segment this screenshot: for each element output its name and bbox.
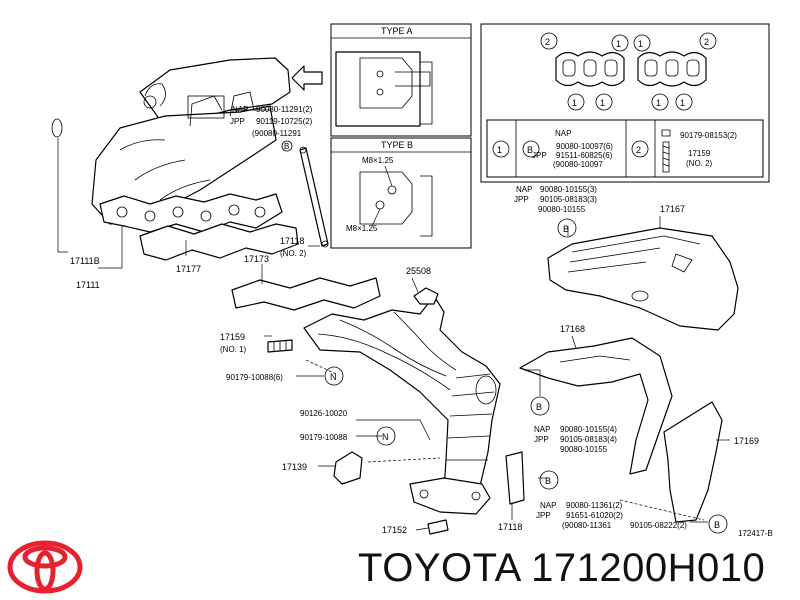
cylinder-head-drawing xyxy=(51,57,291,233)
label-mid-jpp: JPP xyxy=(514,195,529,204)
label-17152: 17152 xyxy=(382,525,407,535)
heat-insulator-17169-drawing xyxy=(663,401,723,523)
label-mid-jpp-value: 90105-08183(3) xyxy=(540,195,597,204)
part-number-title: TOYOTA 171200H010 xyxy=(358,546,766,590)
label-top-jpp-value: 90119-10725(2) xyxy=(256,117,313,126)
label-17118-no2: 17118 xyxy=(280,236,304,246)
label-bottom-alt-value: (90080-11361 xyxy=(562,521,612,530)
stud-17152-drawing xyxy=(427,519,449,535)
label-17173: 17173 xyxy=(244,254,269,264)
table-b-symbol: B xyxy=(527,145,533,155)
label-17168: 17168 xyxy=(560,324,585,334)
table-jpp-value: 91511-60825(6) xyxy=(556,151,613,160)
symbol-b-head: B xyxy=(281,140,293,152)
table-alt-value: (90080-10097 xyxy=(553,160,603,169)
heat-insulator-17167-drawing xyxy=(547,227,739,331)
type-b-bolt-top: M8×1.25 xyxy=(362,156,394,165)
gasket-marker-bottom-3: 1 xyxy=(656,98,661,108)
svg-text:B: B xyxy=(563,224,569,234)
bracket-17118-drawing xyxy=(505,451,525,505)
table-nap: NAP xyxy=(555,129,571,138)
table-marker-2: 2 xyxy=(636,145,641,155)
type-b-title: TYPE B xyxy=(381,140,413,150)
label-top-nap-value: 90080-11291(2) xyxy=(256,105,313,114)
label-17118: 17118 xyxy=(498,522,522,532)
gasket-17177-drawing xyxy=(139,223,299,261)
label-17118-no2-sub: (NO. 2) xyxy=(280,249,307,258)
table-r2-no: (NO. 2) xyxy=(686,159,713,168)
label-17167: 17167 xyxy=(660,204,685,214)
label-17159-no1: (NO. 1) xyxy=(220,345,247,354)
label-right-jpp-value: 90105-08183(4) xyxy=(560,435,617,444)
gasket-marker-bottom-4: 1 xyxy=(680,98,685,108)
label-90179-10088-6: 90179-10088(6) xyxy=(226,373,283,382)
exhaust-manifold-drawing xyxy=(303,287,501,515)
symbol-n-bracket: N xyxy=(376,426,396,446)
label-diagram-id: 172417-B xyxy=(738,529,773,538)
bracket-17139-drawing xyxy=(333,451,363,485)
label-90126-10020: 90126-10020 xyxy=(300,409,348,418)
gasket-marker-bottom-1: 1 xyxy=(572,98,577,108)
label-bottom-nap: NAP xyxy=(540,501,556,510)
label-mid-nap: NAP xyxy=(516,185,532,194)
label-right-jpp: JPP xyxy=(534,435,549,444)
type-a-title: TYPE A xyxy=(381,26,413,36)
svg-text:B: B xyxy=(545,476,551,486)
symbol-b-bracket: B xyxy=(539,470,559,490)
label-17169: 17169 xyxy=(734,436,759,446)
type-b-box: TYPE B M8×1.25 M8×1.25 xyxy=(330,137,472,249)
label-17139: 17139 xyxy=(282,462,307,472)
label-bottom-jpp-value: 91651-61020(2) xyxy=(566,511,623,520)
toyota-logo-icon xyxy=(7,540,83,594)
label-top-nap: NAP xyxy=(232,105,248,114)
symbol-n-manifold: N xyxy=(324,366,344,386)
svg-text:B: B xyxy=(714,520,720,530)
stay-17118-no2-drawing xyxy=(299,147,329,247)
svg-text:N: N xyxy=(382,432,389,442)
leader-lines xyxy=(57,109,730,531)
type-a-box: TYPE A xyxy=(330,23,472,137)
svg-text:B: B xyxy=(536,402,542,412)
label-top-alt-value: (90080-11291 xyxy=(252,129,302,138)
type-b-bolt-bottom: M8×1.25 xyxy=(346,224,378,233)
table-marker-1: 1 xyxy=(497,145,502,155)
gasket-detail-box: 2 1 1 2 1 1 1 1 1 B NAP 90080-10097(6) J… xyxy=(480,23,770,183)
gasket-17173-drawing xyxy=(231,277,381,311)
table-r2-value: 90179-08153(2) xyxy=(680,131,737,140)
label-25508: 25508 xyxy=(406,266,431,276)
label-mid-nap-value: 90080-10155(3) xyxy=(540,185,597,194)
table-nap-value: 90080-10097(6) xyxy=(556,142,613,151)
gasket-marker-bottom-2: 1 xyxy=(600,98,605,108)
gasket-marker-top-4: 2 xyxy=(704,37,709,47)
symbol-b-insulator-top: B xyxy=(557,218,577,238)
symbol-b-insulator-mid: B xyxy=(530,396,550,416)
symbol-b-insulator-bottom: B xyxy=(708,514,728,534)
svg-text:B: B xyxy=(284,142,289,151)
table-r2-part: 17159 xyxy=(688,149,711,158)
label-90105-08222: 90105-08222(2) xyxy=(630,521,687,530)
label-top-jpp: JPP xyxy=(230,117,245,126)
label-right-nap: NAP xyxy=(534,425,550,434)
arrow-left-icon xyxy=(291,65,323,91)
table-jpp: JPP xyxy=(532,151,547,160)
label-17111: 17111 xyxy=(76,280,100,290)
gasket-marker-top-1: 2 xyxy=(545,37,550,47)
label-mid-alt-value: 90080-10155 xyxy=(538,205,586,214)
label-right-nap-value: 90080-10155(4) xyxy=(560,425,617,434)
label-right-alt-value: 90080-10155 xyxy=(560,445,608,454)
label-bottom-jpp: JPP xyxy=(536,511,551,520)
gasket-marker-top-2: 1 xyxy=(616,39,621,49)
gasket-marker-top-3: 1 xyxy=(638,39,643,49)
label-90179-10088: 90179-10088 xyxy=(300,433,348,442)
label-bottom-nap-value: 90080-11361(2) xyxy=(566,501,623,510)
heat-insulator-17168-drawing xyxy=(519,337,673,475)
label-17177: 17177 xyxy=(176,264,201,274)
svg-text:N: N xyxy=(330,372,337,382)
label-17159: 17159 xyxy=(220,332,245,342)
label-17111b: 17111B xyxy=(70,256,100,266)
